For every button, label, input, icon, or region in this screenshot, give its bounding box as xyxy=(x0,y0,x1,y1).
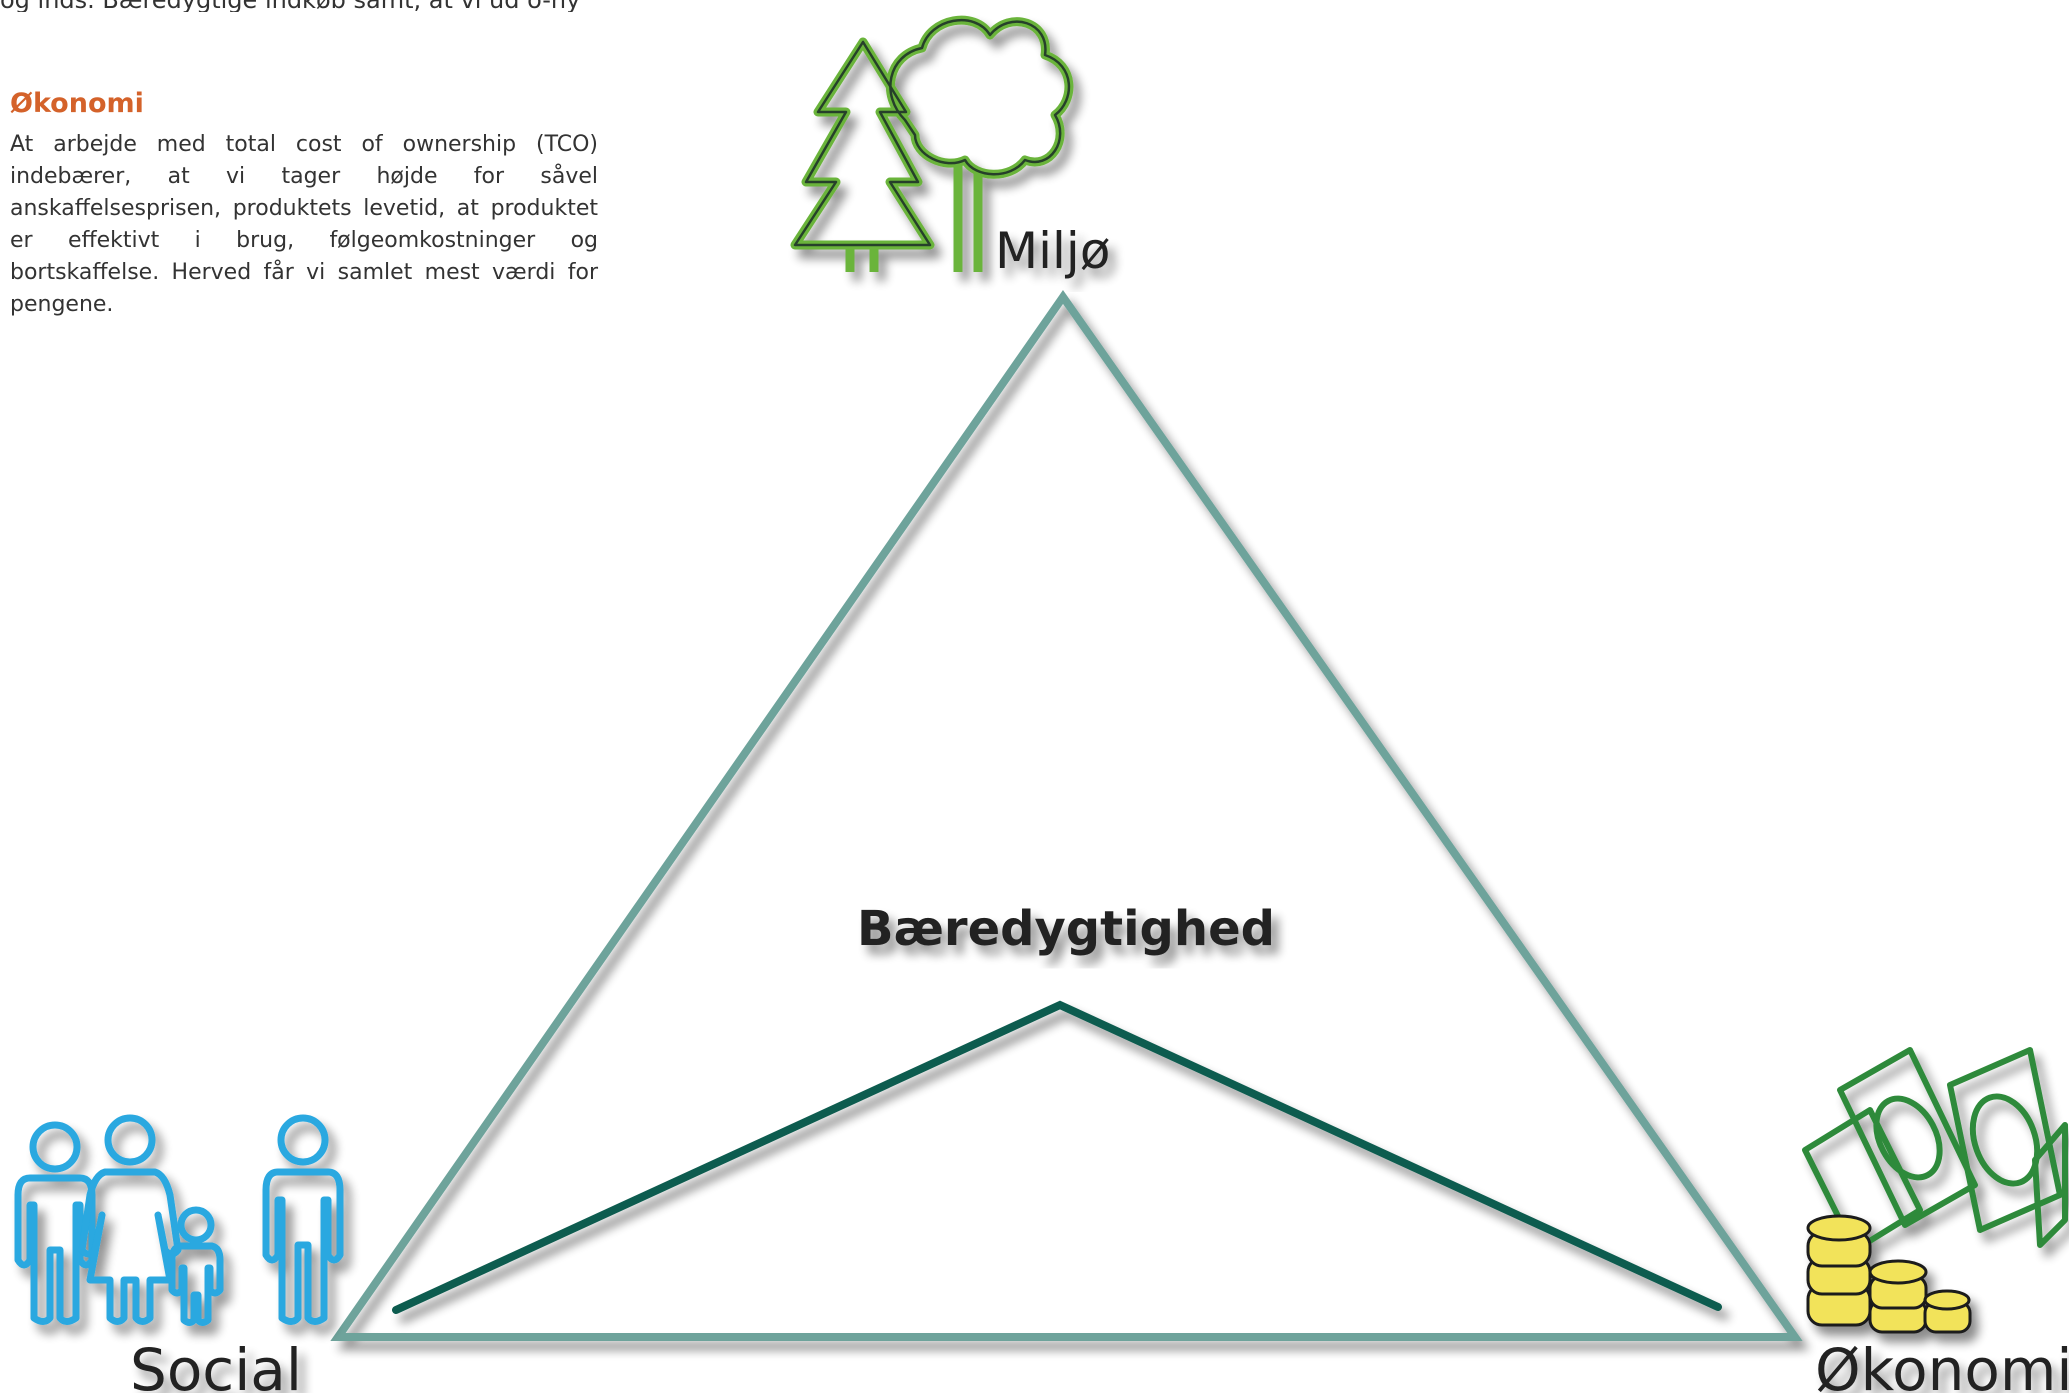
economy-body: At arbejde med total cost of ownership (… xyxy=(10,132,598,317)
center-label: Bæredygtighed xyxy=(857,901,1275,957)
vertex-label-right: Økonomi xyxy=(1815,1336,2069,1393)
inner-chevron-line xyxy=(392,1000,1722,1314)
economy-section: Økonomi At arbejde med total cost of own… xyxy=(10,88,598,321)
top-cut-text: og inds. Bæredygtige indkøb samt, at vi … xyxy=(0,0,620,12)
vertex-label-left: Social xyxy=(130,1336,302,1393)
economy-heading: Økonomi xyxy=(10,88,144,119)
vertex-label-top: Miljø xyxy=(995,222,1110,280)
money-icon xyxy=(1802,1047,2068,1334)
outer-triangle xyxy=(330,290,1803,1341)
trees-icon xyxy=(790,15,1074,272)
family-icon xyxy=(14,1114,344,1326)
